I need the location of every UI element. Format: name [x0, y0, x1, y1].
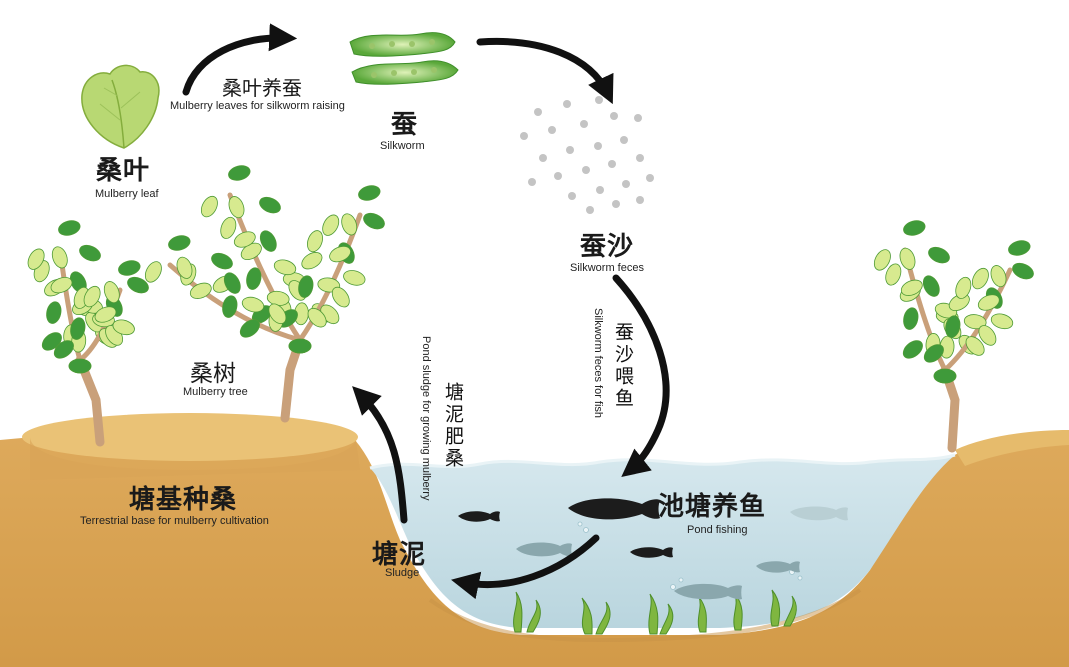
sludge-to-mulberry-flow-sublabel: Pond sludge for growing mulberry: [420, 336, 432, 501]
silkworm-label: 蚕: [391, 110, 419, 140]
feces-to-fish-flow-label: 蚕沙喂鱼: [612, 322, 634, 410]
arrow-leaf-to-silkworm: [182, 23, 298, 96]
silkworm-illustration: [349, 32, 459, 85]
leaves-to-silkworm-flow-sublabel: Mulberry leaves for silkworm raising: [170, 100, 345, 112]
arrow-silkworm-to-feces: [476, 37, 614, 105]
arrow-sludge-to-mulberry: [352, 386, 408, 524]
mulberry-leaf-illustration: [81, 64, 160, 149]
mulberry-tree-label: 桑树: [190, 361, 236, 387]
feces-to-fish-flow-sublabel: Silkworm feces for fish: [592, 308, 604, 419]
water-plants: [513, 589, 797, 635]
silkworm-feces-sublabel: Silkworm feces: [570, 262, 644, 274]
arrow-feces-to-fish: [612, 274, 670, 477]
mulberry-trees: [27, 165, 1034, 453]
leaves-to-silkworm-flow-label: 桑叶养蚕: [222, 76, 302, 100]
fish-group: [458, 498, 848, 600]
silkworm-sublabel: Silkworm: [380, 140, 425, 152]
flow-arrows: [182, 23, 670, 600]
pond-basin: [0, 413, 1069, 667]
sludge-label: 塘泥: [372, 540, 427, 570]
mulberry-tree-1: [27, 220, 149, 447]
mulberry-leaf-label: 桑叶: [96, 156, 151, 186]
pond-fishing-sublabel: Pond fishing: [687, 524, 748, 536]
terrestrial-base-sublabel: Terrestrial base for mulberry cultivatio…: [80, 515, 269, 527]
pond-fishing-label: 池塘养鱼: [658, 492, 767, 522]
sludge-sublabel: Sludge: [385, 567, 420, 579]
silkworm-feces-label: 蚕沙: [580, 232, 635, 262]
mulberry-leaf-sublabel: Mulberry leaf: [95, 188, 159, 200]
sludge-to-mulberry-flow-label: 塘泥肥桑: [442, 382, 464, 470]
mulberry-tree-sublabel: Mulberry tree: [183, 386, 248, 398]
mulberry-tree-2: [144, 165, 385, 423]
mulberry-tree-3: [873, 220, 1034, 453]
arrow-fish-to-sludge: [451, 534, 600, 600]
terrestrial-base-label: 塘基种桑: [129, 485, 238, 515]
feces-dots: [520, 96, 654, 214]
